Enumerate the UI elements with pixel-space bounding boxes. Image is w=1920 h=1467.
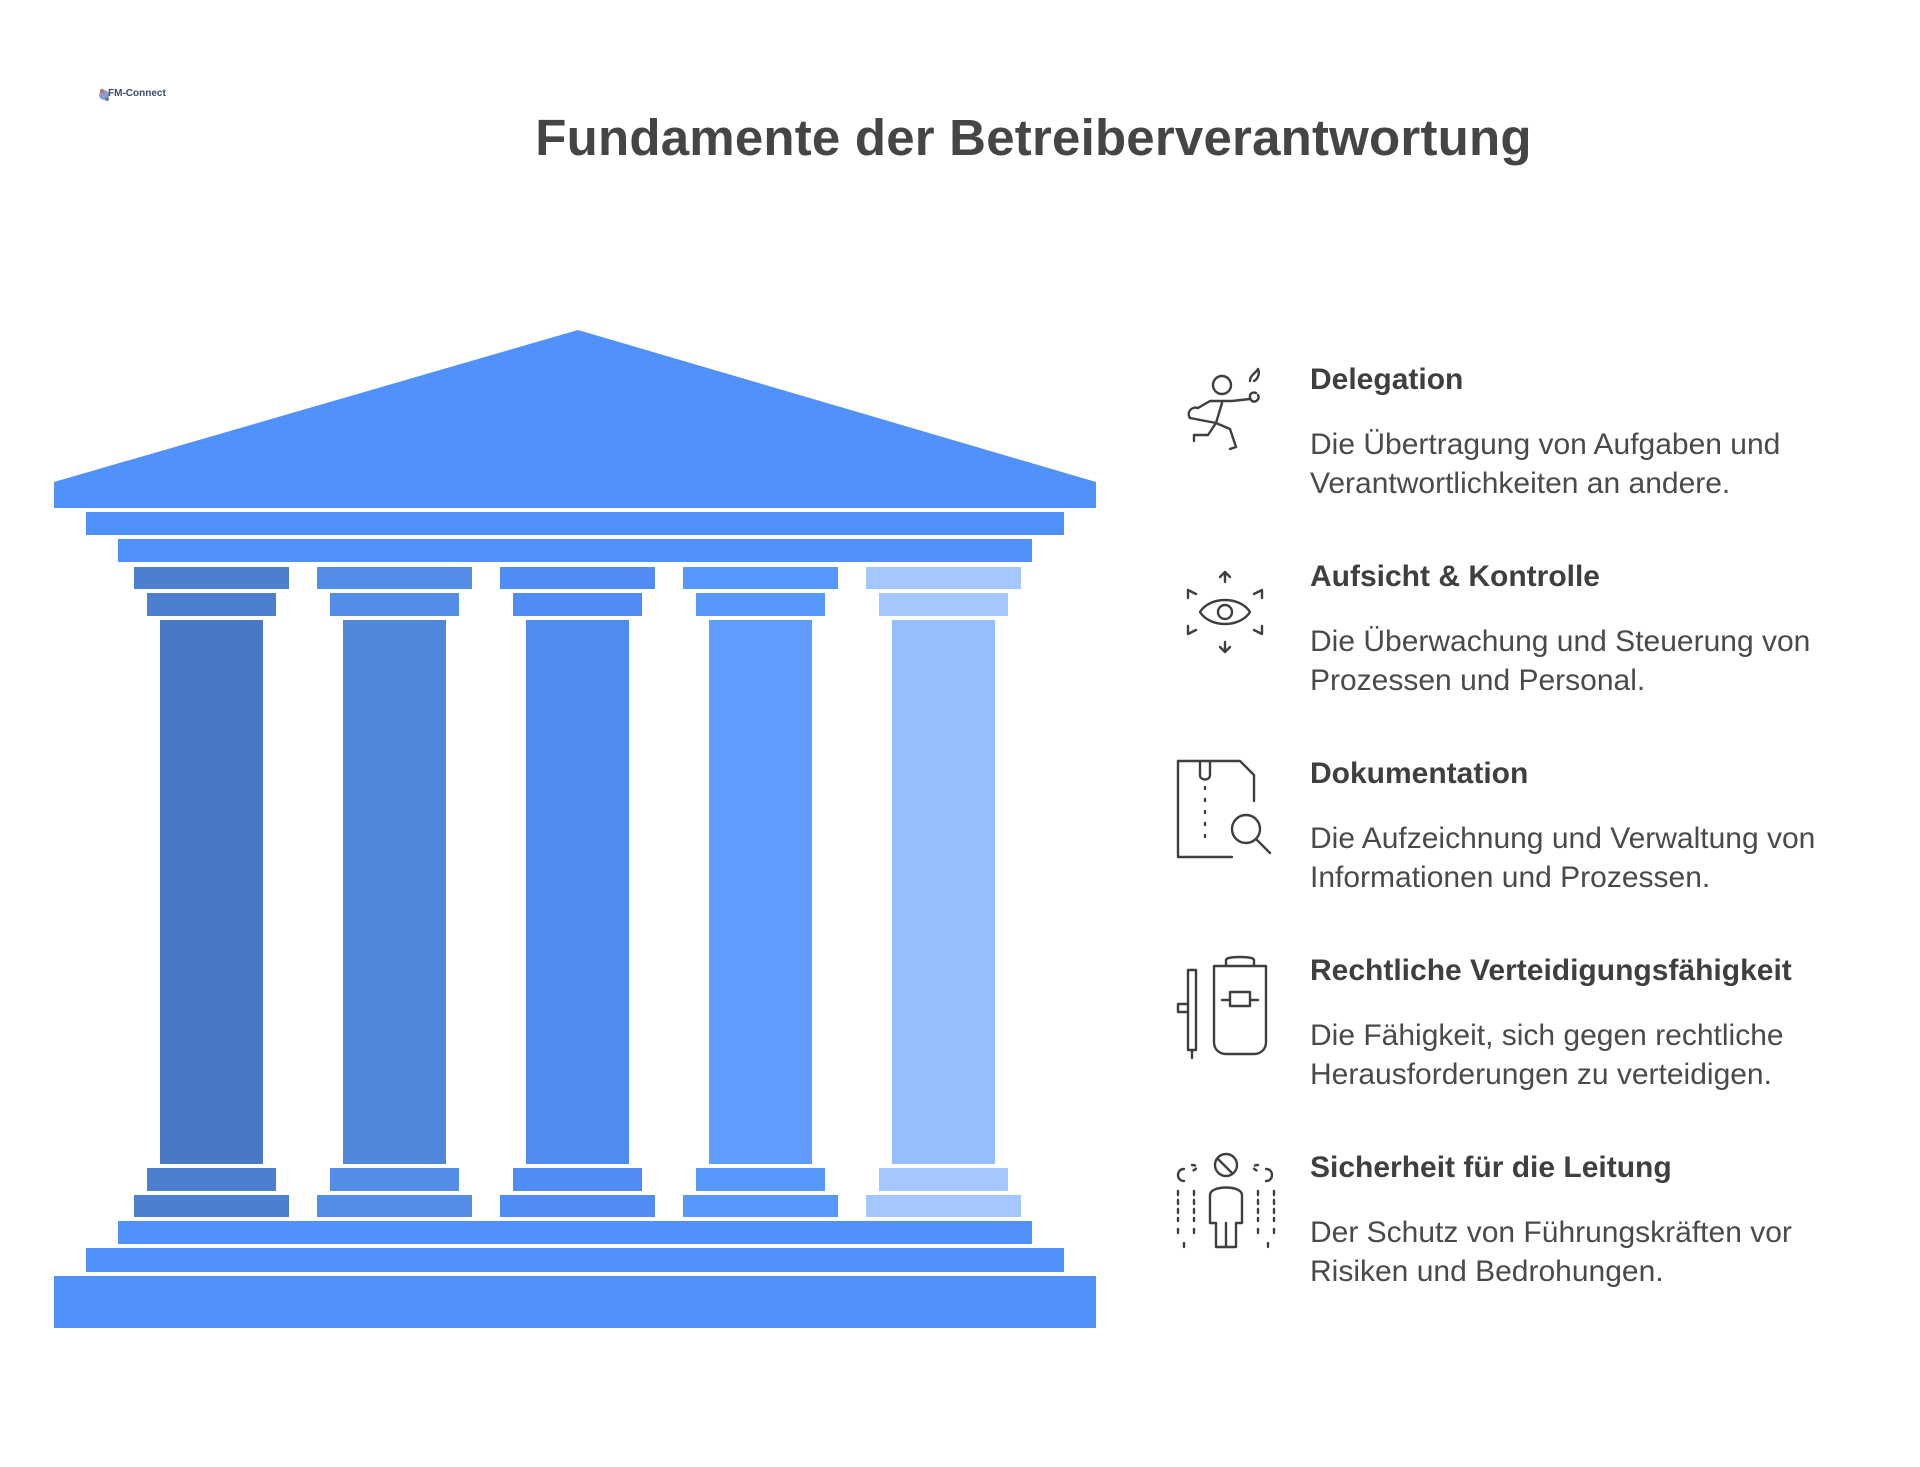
temple-base-step-1 xyxy=(118,1221,1032,1244)
temple-entablature-lower xyxy=(118,539,1032,562)
item-title: Aufsicht & Kontrolle xyxy=(1310,560,1600,593)
pillar-4 xyxy=(683,567,838,1217)
item-delegation: Delegation Die Übertragung von Aufgaben … xyxy=(1170,363,1890,513)
item-title: Delegation xyxy=(1310,363,1464,396)
temple-illustration xyxy=(54,330,1096,1328)
item-title: Rechtliche Verteidigungsfähigkeit xyxy=(1310,954,1792,987)
pillar-2 xyxy=(317,567,472,1217)
page-title: Fundamente der Betreiberverantwortung xyxy=(535,109,1532,166)
pillar-5 xyxy=(866,567,1021,1217)
item-dokumentation: Dokumentation Die Aufzeichnung und Verwa… xyxy=(1170,757,1890,907)
item-description: Die Fähigkeit, sich gegen rechtliche Her… xyxy=(1310,1019,1784,1091)
shield-baton-icon xyxy=(1170,954,1280,1064)
temple-entablature-upper xyxy=(86,512,1064,535)
logo-text: FM-Connect xyxy=(108,88,166,99)
delegation-person-icon xyxy=(1170,363,1280,473)
pillar-3 xyxy=(500,567,655,1217)
item-description: Der Schutz von Führungskräften vor Risik… xyxy=(1310,1216,1792,1288)
document-search-icon xyxy=(1170,757,1280,867)
item-description: Die Übertragung von Aufgaben und Verantw… xyxy=(1310,428,1781,500)
item-rechtliche-verteidigungsfaehigkeit: Rechtliche Verteidigungsfähigkeit Die Fä… xyxy=(1170,954,1890,1104)
temple-base-step-2 xyxy=(86,1248,1064,1272)
item-sicherheit-fuer-die-leitung: Sicherheit für die Leitung Der Schutz vo… xyxy=(1170,1151,1890,1301)
item-description: Die Aufzeichnung und Verwaltung von Info… xyxy=(1310,822,1816,894)
temple-roof xyxy=(54,330,1096,508)
surveillance-eye-icon xyxy=(1170,560,1280,670)
pillar-1 xyxy=(134,567,289,1217)
item-title: Sicherheit für die Leitung xyxy=(1310,1151,1672,1184)
logo-mark xyxy=(99,89,109,101)
protected-leader-icon xyxy=(1170,1151,1280,1261)
item-title: Dokumentation xyxy=(1310,757,1529,790)
item-description: Die Überwachung und Steuerung von Prozes… xyxy=(1310,625,1811,697)
item-aufsicht-kontrolle: Aufsicht & Kontrolle Die Überwachung und… xyxy=(1170,560,1890,710)
logo: FM-Connect xyxy=(98,84,166,106)
temple-base-step-3 xyxy=(54,1276,1096,1328)
